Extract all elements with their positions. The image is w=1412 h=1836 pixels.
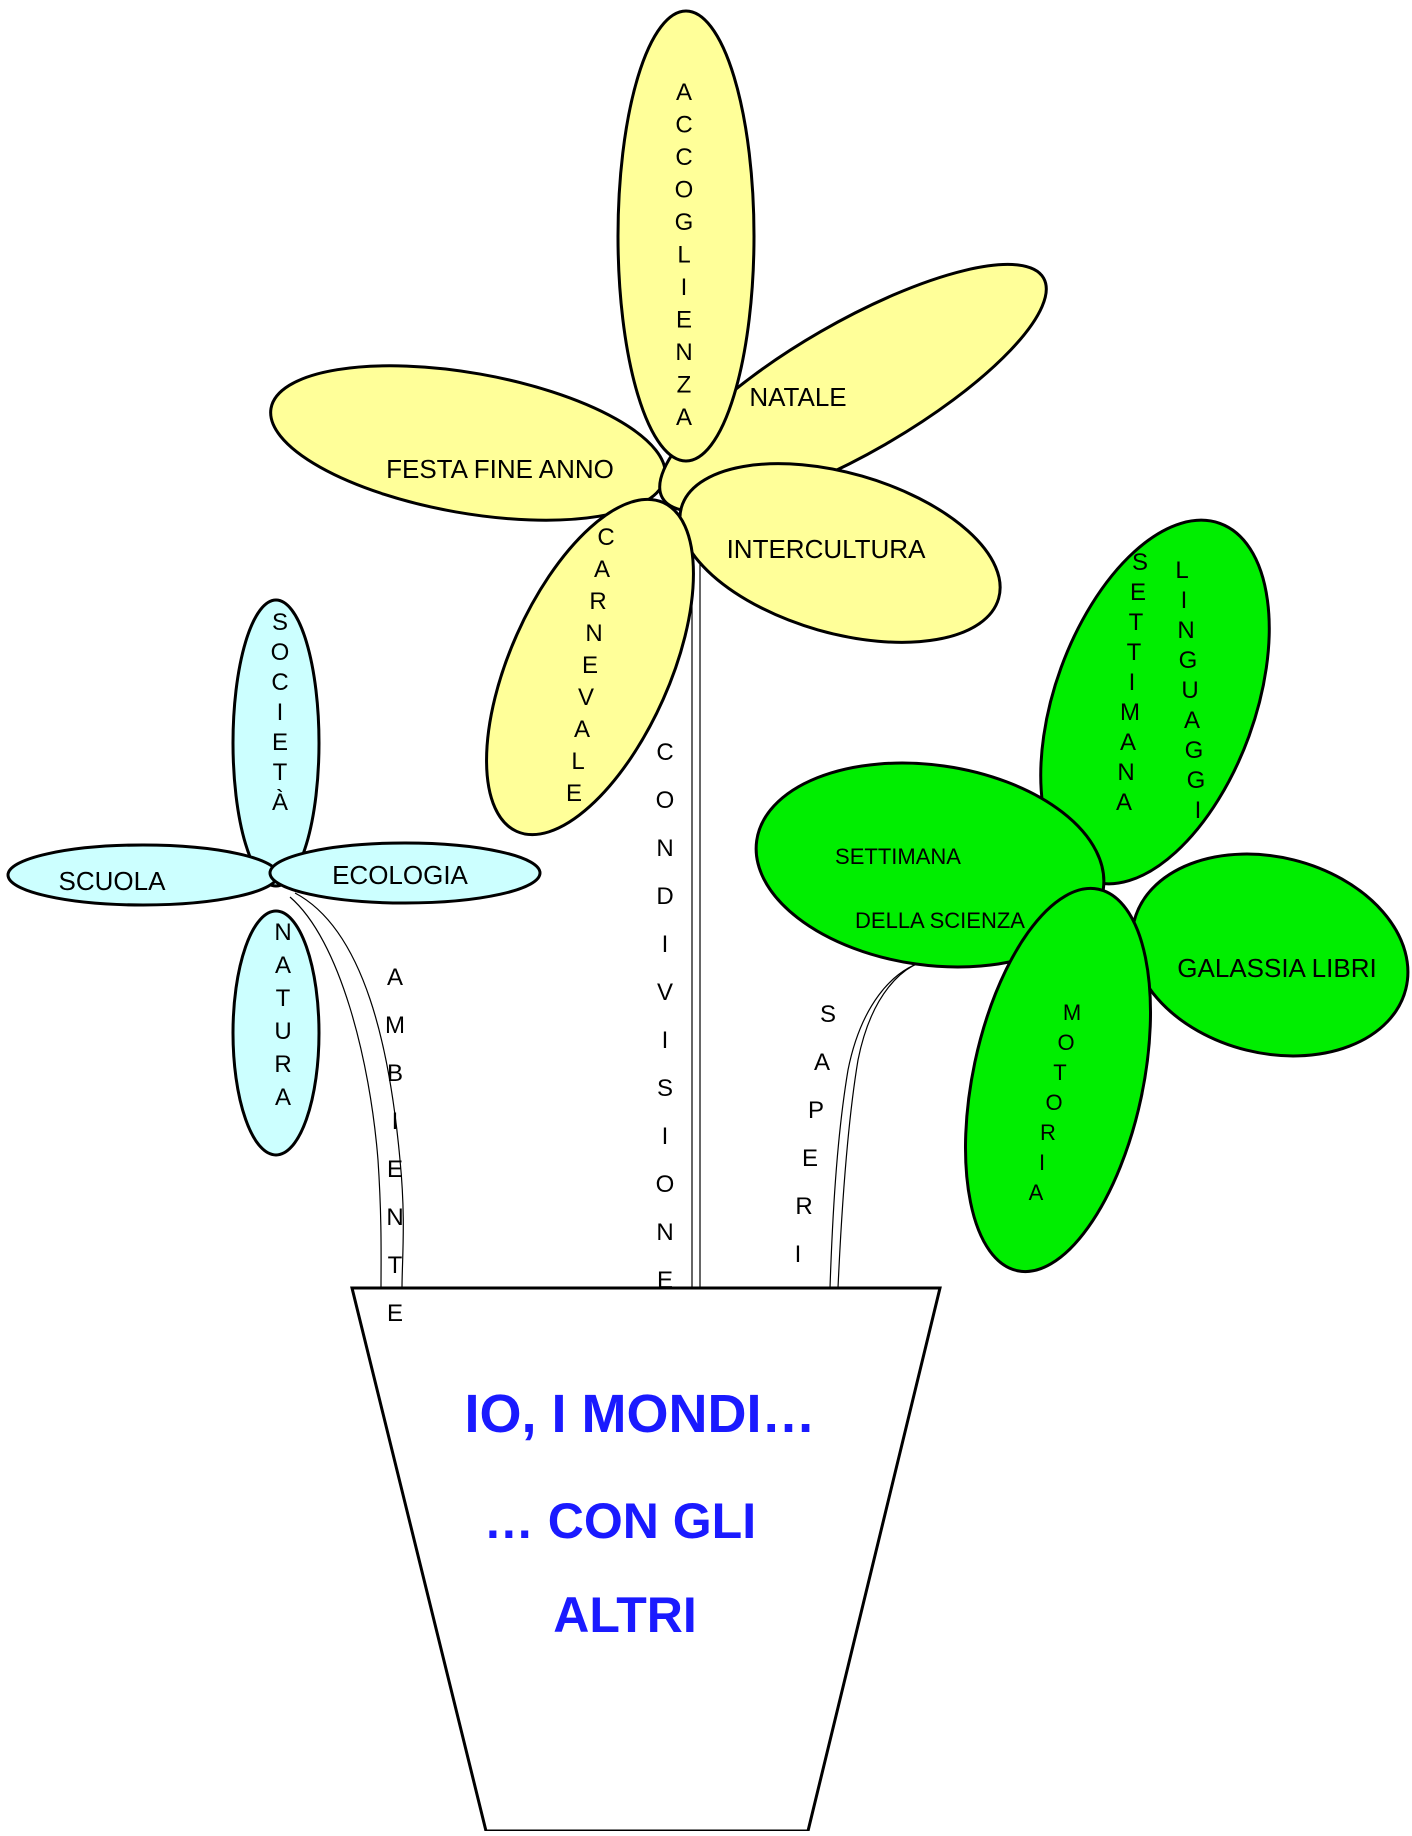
label-settimana-scienza-line-2: DELLA SCIENZA (855, 908, 1025, 933)
label-settimana-scienza-line-1: SETTIMANA (835, 844, 961, 869)
label-galassia-libri: GALASSIA LIBRI (1177, 953, 1376, 983)
petal-natale (658, 262, 1048, 514)
pot-title-line-3: ALTRI (553, 1587, 696, 1643)
petal-intercultura (678, 462, 1002, 644)
petal-motoria (963, 886, 1153, 1274)
label-festa-fine-anno: FESTA FINE ANNO (386, 454, 614, 484)
pot-title-line-1: IO, I MONDI… (465, 1384, 816, 1444)
petal-societa (231, 598, 321, 888)
label-intercultura: INTERCULTURA (727, 534, 927, 564)
pot-title-line-2: … CON GLI (484, 1493, 756, 1549)
label-natale: NATALE (749, 382, 846, 412)
stem-ambiente (289, 892, 404, 1289)
petal-accoglienza (616, 9, 756, 463)
flower-pot (350, 1286, 942, 1833)
petal-natura (231, 909, 321, 1157)
stem-saperi (829, 957, 941, 1289)
label-ecologia: ECOLOGIA (332, 860, 468, 890)
label-scuola: SCUOLA (59, 866, 167, 896)
petal-ecologia (268, 841, 542, 905)
petal-carnevale (485, 497, 695, 837)
stem-condivisione (691, 508, 701, 1288)
